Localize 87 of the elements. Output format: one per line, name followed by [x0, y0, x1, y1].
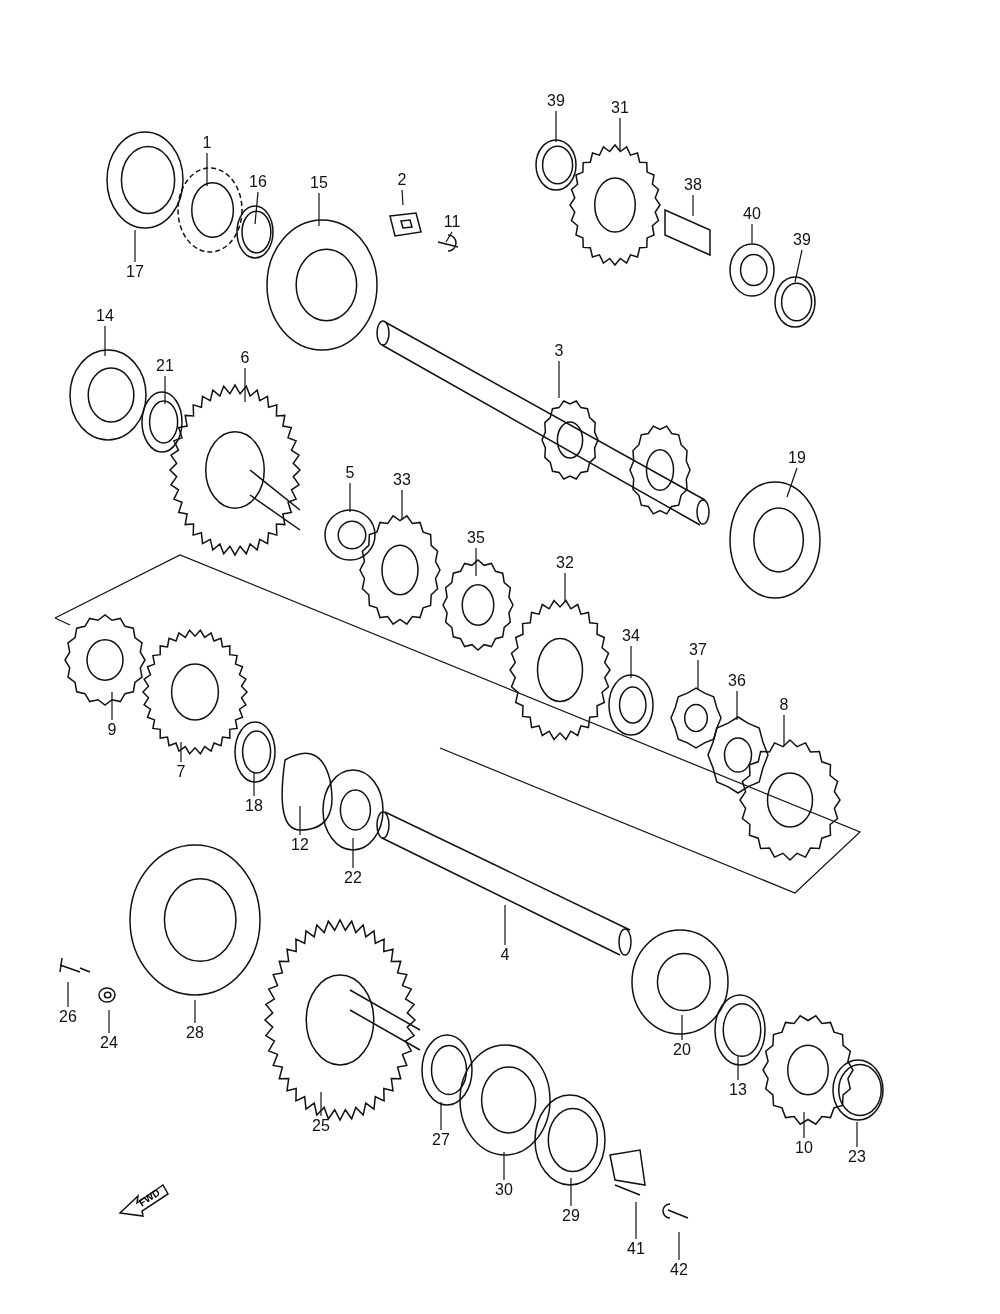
callout-number: 29 [557, 1207, 585, 1225]
callout-number: 37 [684, 641, 712, 659]
leader-line [630, 645, 632, 679]
callout-number: 15 [305, 174, 333, 192]
callout-number: 36 [723, 672, 751, 690]
callout-number: 27 [427, 1131, 455, 1149]
callout-number: 26 [54, 1008, 82, 1026]
callout-number: 42 [665, 1261, 693, 1279]
leader-line [570, 1177, 572, 1207]
leader-line [635, 1201, 637, 1240]
callout-number: 6 [231, 349, 259, 367]
callout-number: 16 [244, 173, 272, 191]
callout-number: 32 [551, 554, 579, 572]
callout-number: 28 [181, 1024, 209, 1042]
callout-number: 25 [307, 1117, 335, 1135]
callout-number: 35 [462, 529, 490, 547]
leader-line [445, 231, 453, 243]
leader-line [737, 1055, 739, 1081]
leader-line [134, 229, 136, 263]
leader-line [558, 360, 560, 399]
direction-label: FWD [136, 1186, 162, 1209]
leader-line [254, 191, 259, 225]
callout-number: 13 [724, 1081, 752, 1099]
callout-number: 20 [668, 1041, 696, 1059]
leader-line [619, 117, 621, 151]
leader-line [206, 152, 208, 187]
leader-line [803, 1111, 805, 1139]
leader-line [564, 572, 566, 603]
leader-line [504, 904, 506, 946]
leader-line [555, 110, 557, 143]
callout-number: 14 [91, 307, 119, 325]
callout-number: 34 [617, 627, 645, 645]
leader-line [503, 1151, 505, 1181]
callout-number: 38 [679, 176, 707, 194]
leader-line [320, 1091, 322, 1117]
leader-line [67, 981, 69, 1008]
callout-number: 8 [770, 696, 798, 714]
leader-line [475, 547, 477, 577]
leader-line [318, 192, 320, 227]
leader-line [401, 489, 403, 521]
callout-number: 7 [167, 763, 195, 781]
leader-line [244, 367, 246, 403]
callout-number: 40 [738, 205, 766, 223]
callout-number: 11 [438, 213, 466, 231]
callout-number: 9 [98, 721, 126, 739]
callout-number: 23 [843, 1148, 871, 1166]
leader-line [352, 837, 354, 869]
callout-number: 18 [240, 797, 268, 815]
callout-number: 39 [788, 231, 816, 249]
leader-line [783, 714, 785, 747]
leader-line [440, 1101, 442, 1131]
leader-line [253, 771, 255, 797]
callout-number: 41 [622, 1240, 650, 1258]
callout-number: 24 [95, 1034, 123, 1052]
leader-line [697, 659, 699, 690]
leader-line [180, 741, 182, 763]
callout-number: 19 [783, 449, 811, 467]
callout-number: 30 [490, 1181, 518, 1199]
leader-line [856, 1121, 858, 1148]
leader-line [786, 467, 798, 498]
leader-line [401, 189, 404, 206]
leader-line [108, 1009, 110, 1034]
callout-number: 17 [121, 263, 149, 281]
leader-line [299, 805, 301, 836]
leader-line [751, 223, 753, 244]
leader-line [681, 1014, 683, 1041]
callout-number: 5 [336, 464, 364, 482]
leader-line [111, 691, 113, 721]
callout-number: 12 [286, 836, 314, 854]
callout-number: 1 [193, 134, 221, 152]
leader-line [164, 375, 166, 405]
callout-number: 10 [790, 1139, 818, 1157]
leader-line [736, 690, 738, 721]
leader-line [194, 999, 196, 1024]
callout-number: 4 [491, 946, 519, 964]
callout-number: 2 [388, 171, 416, 189]
leader-line [104, 325, 106, 357]
leader-line [794, 249, 803, 283]
callout-number: 3 [545, 342, 573, 360]
leader-line [678, 1231, 680, 1261]
callout-number: 31 [606, 99, 634, 117]
callout-number: 39 [542, 92, 570, 110]
leader-line [692, 194, 694, 217]
callout-number: 22 [339, 869, 367, 887]
callout-number: 33 [388, 471, 416, 489]
callout-number: 21 [151, 357, 179, 375]
leader-line [349, 482, 351, 513]
